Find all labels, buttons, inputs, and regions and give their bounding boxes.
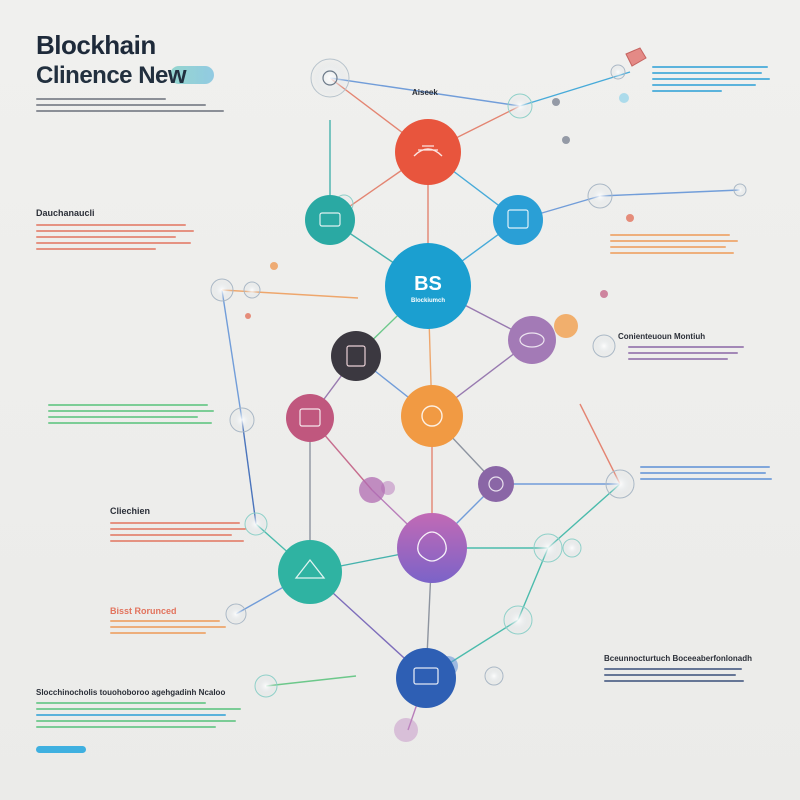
- orange-node: [401, 385, 463, 447]
- left-label-2: Cliechien: [110, 506, 150, 516]
- satellite-node: [588, 184, 612, 208]
- bottom-left-label: Slocchinocholis touohoboroo agehgadinh N…: [36, 688, 225, 697]
- satellite-node: [562, 136, 570, 144]
- left-text-block-3: [110, 522, 250, 546]
- right-text-block-4: [640, 466, 774, 484]
- connector-line: [600, 190, 740, 196]
- pink-node: [286, 394, 334, 442]
- diamond-icon: [626, 48, 646, 66]
- satellite-node: [230, 408, 254, 432]
- satellite-node: [270, 262, 278, 270]
- satellite-node: [504, 606, 532, 634]
- satellite-node: [626, 214, 634, 222]
- satellite-node: [611, 65, 625, 79]
- navy-node: [396, 648, 456, 708]
- left-text-block-1: [36, 224, 196, 254]
- satellite-node: [245, 313, 251, 319]
- satellite-node: [311, 59, 349, 97]
- center-node-title: BS: [414, 273, 442, 295]
- satellite-node: [619, 93, 629, 103]
- red-node: [395, 119, 461, 185]
- left-text-block-2: [48, 404, 216, 428]
- satellite-nodes: [211, 59, 746, 742]
- center-node-subtitle: Blockiumch: [411, 298, 445, 304]
- satellite-node: [554, 314, 578, 338]
- satellite-node: [485, 667, 503, 685]
- satellite-node: [600, 290, 608, 298]
- bottom-left-text-block: [36, 702, 246, 732]
- purple-node: [508, 316, 556, 364]
- left-label-1: Dauchanaucli: [36, 208, 95, 218]
- right-text-block-1: [652, 66, 772, 96]
- satellite-node: [255, 675, 277, 697]
- dark-node: [331, 331, 381, 381]
- satellite-node: [508, 94, 532, 118]
- top-center-label: Aiseek: [412, 88, 438, 97]
- right-text-block-2: [610, 234, 740, 258]
- teal-node: [305, 195, 355, 245]
- satellite-node: [534, 534, 562, 562]
- bottom-badge: [36, 746, 86, 753]
- satellite-node: [593, 335, 615, 357]
- right-label-1: Conienteuoun Montiuh: [618, 332, 705, 341]
- right-text-block-5: [604, 668, 744, 686]
- left-label-3: Bisst Rorunced: [110, 606, 177, 616]
- connector-line: [222, 290, 358, 298]
- violet-node: [478, 466, 514, 502]
- right-label-2: Bceunnocturtuch Boceeaberfonlonadh: [604, 654, 752, 663]
- satellite-node: [606, 470, 634, 498]
- satellite-node: [394, 718, 418, 742]
- blue-node: [493, 195, 543, 245]
- connector-line: [266, 676, 356, 686]
- satellite-node: [244, 282, 260, 298]
- satellite-node: [734, 184, 746, 196]
- right-text-block-3: [628, 346, 748, 364]
- left-text-block-4: [110, 620, 230, 638]
- satellite-node: [563, 539, 581, 557]
- satellite-node: [211, 279, 233, 301]
- green-node: [278, 540, 342, 604]
- satellite-node: [552, 98, 560, 106]
- connector-line: [242, 420, 256, 524]
- connector-line: [222, 290, 242, 420]
- magenta-small-node: [359, 477, 385, 503]
- magenta-node: [397, 513, 467, 583]
